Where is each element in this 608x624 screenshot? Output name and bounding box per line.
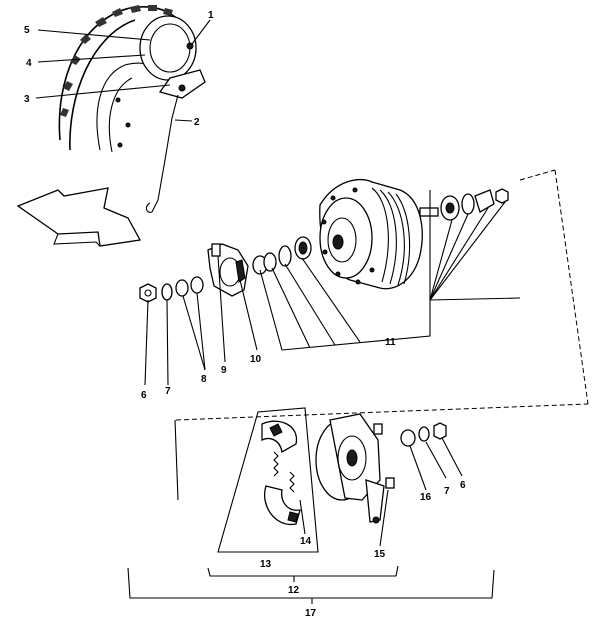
callout-leaders-lower — [127, 407, 495, 604]
callout-9: 9 — [221, 365, 227, 376]
tire-wheel-assembly — [58, 5, 206, 213]
callout-17: 17 — [305, 608, 317, 619]
callout-6-left: 6 — [141, 390, 147, 401]
callout-labels: 1 2 3 4 5 6 7 8 9 10 11 6 7 16 14 15 13 … — [24, 10, 466, 619]
callout-7-left: 7 — [165, 386, 171, 397]
tire-tread — [60, 5, 173, 117]
direction-arrow-icon — [16, 187, 142, 247]
callout-2: 2 — [194, 117, 200, 128]
brake-assembly — [261, 413, 447, 525]
callout-leaders-top — [35, 19, 211, 122]
callout-6-right: 6 — [460, 480, 466, 491]
callout-11: 11 — [385, 337, 396, 348]
callout-8: 8 — [201, 374, 207, 385]
callout-12: 12 — [288, 585, 300, 596]
callout-1: 1 — [208, 10, 214, 21]
callout-3: 3 — [24, 94, 30, 105]
callout-7-right: 7 — [444, 486, 450, 497]
callout-4: 4 — [26, 58, 32, 69]
callout-14: 14 — [300, 536, 312, 547]
callout-13: 13 — [260, 559, 272, 570]
callout-10: 10 — [250, 354, 262, 365]
callout-leaders-middle — [144, 190, 521, 386]
callout-15: 15 — [374, 549, 386, 560]
callout-16: 16 — [420, 492, 432, 503]
axis-lines — [174, 169, 589, 501]
hub-assembly — [139, 178, 509, 303]
callout-5: 5 — [24, 25, 30, 36]
